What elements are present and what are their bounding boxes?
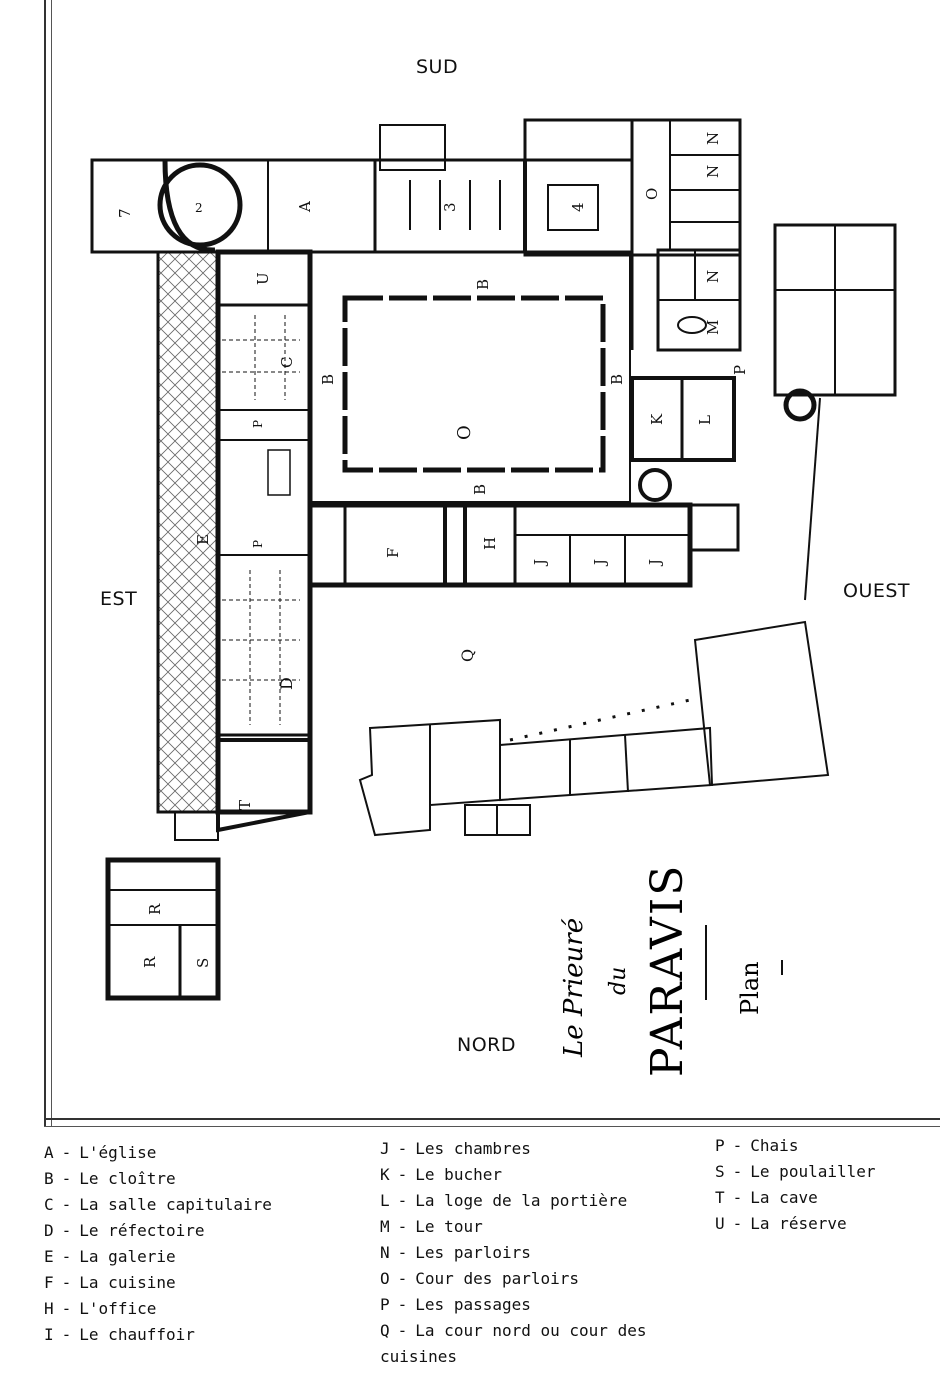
plan-label-P-east2: P (251, 540, 265, 548)
plan-label-N2: N (704, 165, 722, 178)
church-wing (90, 124, 634, 254)
legend-row: J-Les chambres (380, 1139, 531, 1158)
legend-row: A-L'église (44, 1143, 157, 1162)
title-line1: Le Prieuré (559, 918, 589, 1058)
legend-column-2: J-Les chambres K-Le bucher L-La loge de … (380, 1136, 646, 1370)
legend-row: O-Cour des parloirs (380, 1269, 580, 1288)
legend-row: B-Le cloître (44, 1169, 176, 1188)
frame-bottom-border (44, 1118, 940, 1127)
legend-row: P-Chais (715, 1136, 799, 1155)
legend-row: L-La loge de la portière (380, 1191, 628, 1210)
plan-label-C: C (278, 357, 296, 368)
title-line4: Plan (736, 961, 764, 1015)
plan-label-N3: N (704, 270, 722, 283)
legend-row: P-Les passages (380, 1295, 531, 1314)
plan-label-B-north: B (471, 484, 489, 495)
compass-north: NORD (457, 1034, 516, 1056)
plan-label-E: E (194, 534, 212, 545)
plan-label-A: A (296, 201, 314, 213)
plan-label-J2: J (591, 559, 609, 567)
legend-column-1: A-L'église B-Le cloître C-La salle capit… (44, 1140, 272, 1348)
frame-left-border (44, 0, 52, 1126)
east-range (156, 249, 313, 815)
legend-row: T-La cave (715, 1188, 818, 1207)
plan-label-4: 4 (569, 202, 587, 212)
plan-label-S: S (194, 958, 212, 968)
plan-label-P-east: P (251, 420, 265, 428)
plan-label-R1: R (146, 903, 164, 915)
north-range (307, 502, 740, 588)
plan-label-Q: Q (458, 649, 477, 662)
title-line2: du (606, 967, 631, 995)
plan-label-N1: N (704, 132, 722, 145)
plan-label-B-east: B (608, 374, 626, 385)
plan-label-2: 2 (195, 201, 203, 215)
plan-label-D: D (277, 677, 296, 690)
legend-row-continuation: cuisines (380, 1347, 458, 1366)
west-range (523, 118, 897, 601)
plan-label-O-parloirs: O (643, 188, 661, 200)
legend-row: C-La salle capitulaire (44, 1195, 272, 1214)
legend-row: M-Le tour (380, 1217, 483, 1236)
plan-label-T: T (236, 800, 254, 810)
compass-south: SUD (416, 56, 459, 78)
legend-row: S-Le poulailler (715, 1162, 876, 1181)
compass-west: OUEST (843, 580, 911, 602)
plan-label-B-south: B (474, 279, 492, 290)
legend-row: I-Le chauffoir (44, 1325, 195, 1344)
cloister (309, 251, 631, 503)
plan-label-K: K (648, 413, 666, 425)
legend-row: D-Le réfectoire (44, 1221, 205, 1240)
north-outbuildings (358, 620, 830, 837)
plan-label-L: L (696, 415, 714, 425)
plan-label-U: U (254, 272, 272, 285)
legend-row: U-La réserve (715, 1214, 847, 1233)
title-line3: PARAVIS (642, 864, 693, 1077)
plan-label-P-west: P (731, 365, 749, 375)
plan-label-O-cloister: O (454, 425, 475, 440)
legend-row: F-La cuisine (44, 1273, 176, 1292)
floor-plan: A 2 7 3 4 U C B B B B O O N N N M P K L … (90, 118, 897, 1001)
legend-row: K-Le bucher (380, 1165, 502, 1184)
compass-east: EST (100, 588, 138, 610)
legend-row: E-La galerie (44, 1247, 176, 1266)
plan-label-H: H (481, 537, 499, 550)
plan-label-M: M (704, 320, 722, 335)
plan-label-F: F (384, 548, 402, 558)
legend-row: Q-La cour nord ou cour des (380, 1321, 647, 1340)
plan-label-J3: J (646, 559, 664, 567)
legend-row: N-Les parloirs (380, 1243, 531, 1262)
legend-row: H-L'office (44, 1299, 157, 1318)
plan-label-3: 3 (441, 202, 459, 212)
plan-label-B-west: B (319, 374, 337, 385)
southeast-annex (105, 738, 312, 1001)
plan-label-7: 7 (116, 208, 134, 218)
legend-column-3: P-Chais S-Le poulailler T-La cave U-La r… (715, 1133, 876, 1237)
plan-label-R2: R (141, 956, 159, 968)
plan-label-J1: J (531, 559, 549, 567)
title-block: Le Prieuré du PARAVIS Plan (559, 864, 783, 1077)
